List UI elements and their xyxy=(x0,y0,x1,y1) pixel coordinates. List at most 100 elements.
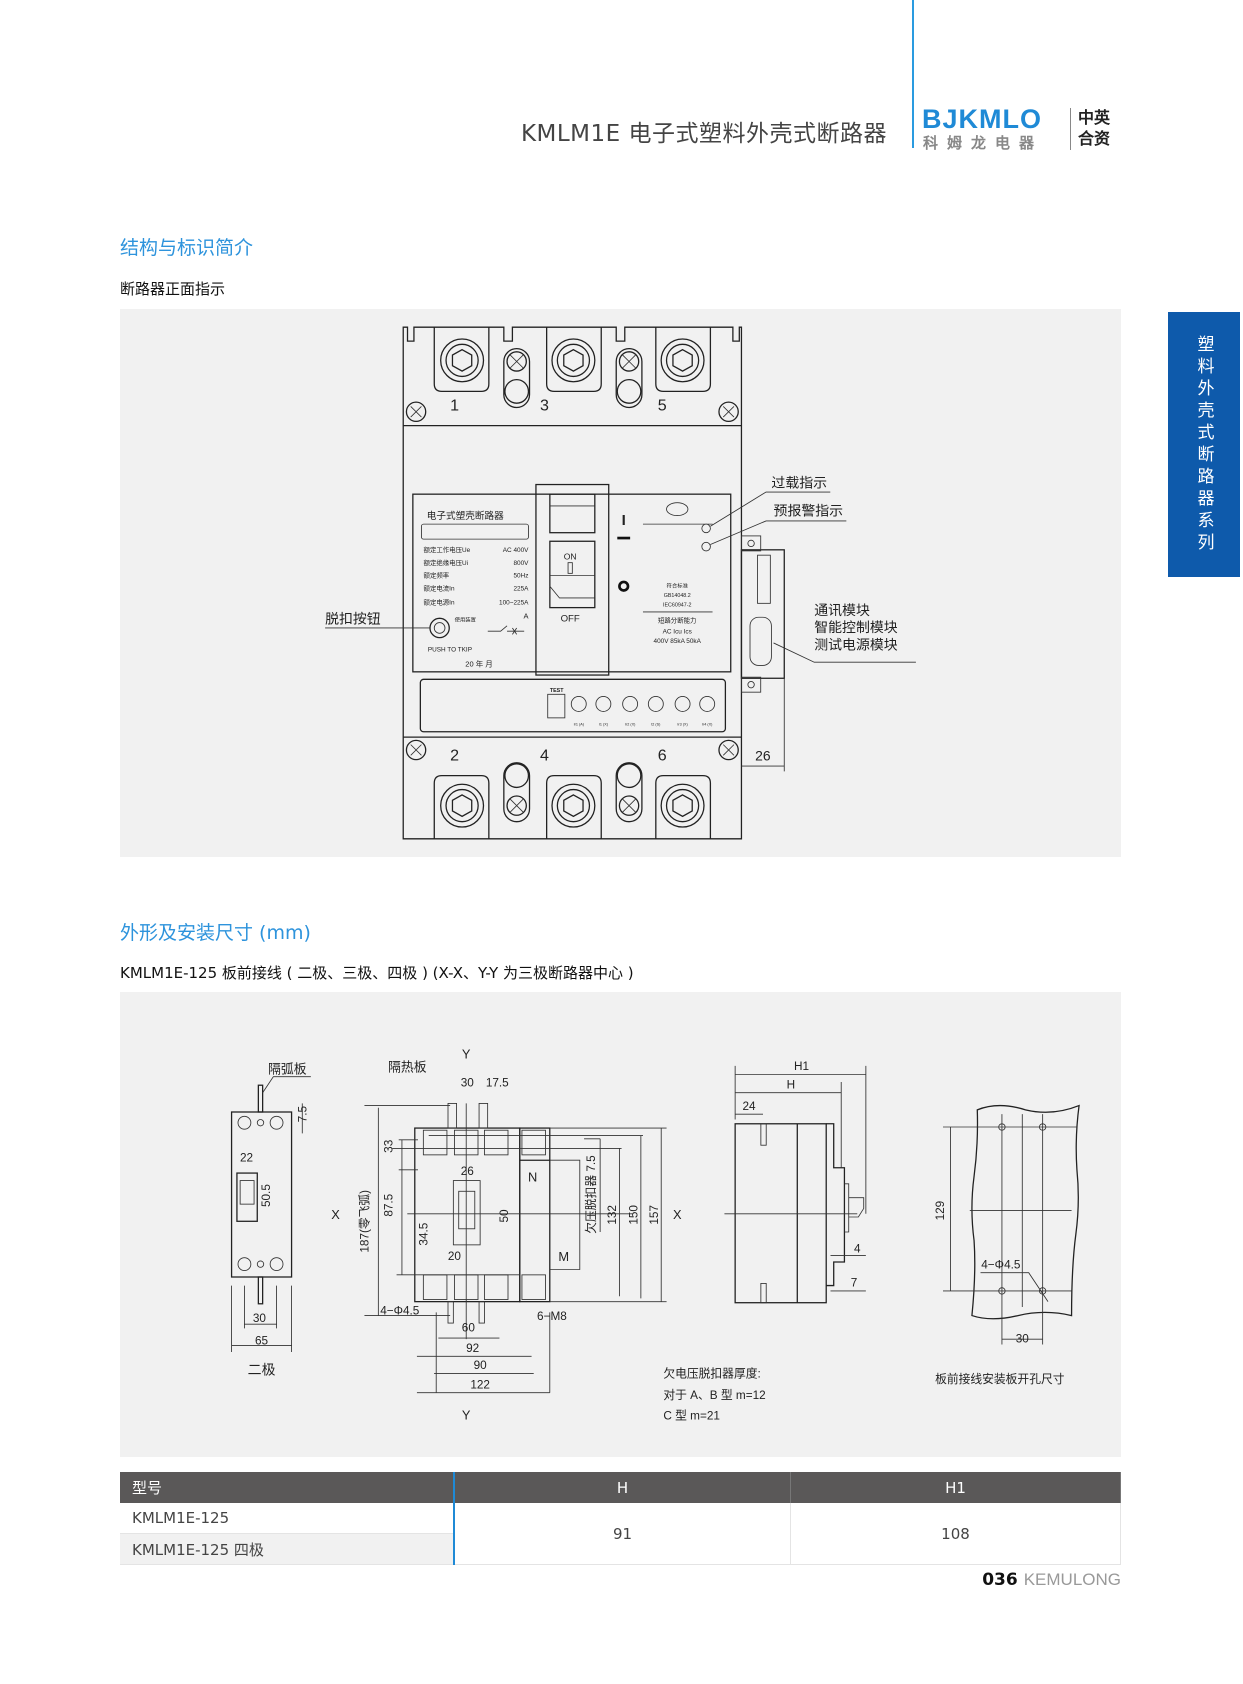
handle-on-label: ON xyxy=(564,551,577,561)
unit-a: A xyxy=(523,611,528,620)
section-subtitle-dimensions: KMLM1E-125 板前接线 ( 二极、三极、四极 ) (X-X、Y-Y 为三… xyxy=(120,964,634,982)
dim-22: 22 xyxy=(240,1151,253,1164)
standard-iec: IEC60947-2 xyxy=(663,603,692,609)
accessory-module xyxy=(740,535,785,693)
nameplate: 电子式塑壳断路器 额定工作电压Ue AC 400V 额定绝缘电压Ui 800V … xyxy=(412,493,732,673)
standard-title: 符合标准 xyxy=(667,581,689,589)
operating-handle: ON OFF xyxy=(535,483,610,676)
dial-icon xyxy=(699,696,716,712)
top-terminals xyxy=(433,327,712,409)
dim-h1: H1 xyxy=(794,1060,809,1073)
dim-20: 20 xyxy=(448,1250,462,1263)
breaking-head: AC Icu Ics xyxy=(663,628,692,635)
nameplate-title: 电子式塑壳断路器 xyxy=(427,510,504,522)
rating-label: 额定绝缘电压Ui xyxy=(424,558,469,567)
dim-132: 132 xyxy=(606,1205,619,1225)
side-view xyxy=(724,1065,867,1304)
overload-indicator xyxy=(701,523,711,534)
callout-trip-button: 脱扣按钮 xyxy=(325,611,381,627)
pole-number-1: 1 xyxy=(450,397,459,415)
standard-gb: GB14048.2 xyxy=(664,593,691,599)
dim-50: 50 xyxy=(498,1209,511,1223)
axis-x-left: X xyxy=(331,1207,340,1222)
model-cell: KMLM1E-125 xyxy=(120,1503,455,1534)
two-pole-caption: 二极 xyxy=(248,1362,276,1378)
dim-122: 122 xyxy=(470,1378,490,1391)
dim-17-5: 17.5 xyxy=(486,1076,509,1089)
axis-y-top: Y xyxy=(462,1046,471,1061)
dial-label: t2 (S) xyxy=(651,722,661,726)
dial-label: I1 (X) xyxy=(599,722,609,726)
table-header-row: 型号 H H1 xyxy=(120,1472,1121,1503)
callout-test-power: 测试电源模块 xyxy=(814,636,898,652)
dim-7-5: 7.5 xyxy=(297,1106,310,1123)
dim-26: 26 xyxy=(461,1165,475,1178)
label-arc-plate: 隔弧板 xyxy=(268,1061,307,1076)
dial-label: Ir1 (A) xyxy=(574,722,585,726)
label-uv-release: 欠压脱扣器 7.5 xyxy=(584,1155,598,1234)
rating-value: 800V xyxy=(513,560,529,567)
dim-87-5: 87.5 xyxy=(382,1193,395,1216)
header-model: 型号 xyxy=(120,1472,455,1503)
off-symbol-mark xyxy=(618,580,630,592)
breaking-values: 400V 85kA 50kA xyxy=(654,638,702,645)
rating-value: 50Hz xyxy=(513,573,528,580)
use-device-text: 使用装置 xyxy=(455,616,477,624)
uv-note-line-2: 对于 A、B 型 m=12 xyxy=(663,1388,765,1402)
dial-icon xyxy=(647,696,664,712)
push-to-trip-text: PUSH TO TKIP xyxy=(428,647,472,654)
section-title-structure: 结构与标识简介 xyxy=(120,237,254,259)
dimension-panel: 隔弧板 7.5 22 50.5 30 65 二极 Y 隔热板 30 17.5 3… xyxy=(120,992,1121,1457)
mounting-panel-cutout xyxy=(942,1104,1080,1345)
rating-value: AC 400V xyxy=(503,547,529,554)
model-cell: KMLM1E-125 四极 xyxy=(120,1533,455,1565)
header-h1: H1 xyxy=(790,1472,1121,1503)
uv-note-line-3: C 型 m=21 xyxy=(663,1409,720,1423)
dim-panel-30: 30 xyxy=(1016,1332,1030,1345)
dim-h: H xyxy=(787,1078,796,1091)
section-title-dimensions: 外形及安装尺寸 (mm) xyxy=(120,922,311,944)
dim-26: 26 xyxy=(755,748,771,764)
dim-187: 187(零飞弧) xyxy=(358,1190,372,1253)
rating-label: 额定频率 xyxy=(424,571,450,580)
prealarm-indicator xyxy=(701,541,711,552)
series-side-tab[interactable]: 塑料外壳式断路器系列 xyxy=(1168,312,1240,577)
bottom-terminals xyxy=(433,762,712,839)
callout-prealarm: 预报警指示 xyxy=(774,503,844,519)
section-subtitle-front: 断路器正面指示 xyxy=(120,280,226,298)
header-accent-line xyxy=(912,0,914,148)
dial-label: Ir2 (X) xyxy=(625,722,636,726)
dim-129: 129 xyxy=(934,1201,947,1221)
pole-number-4: 4 xyxy=(540,747,549,765)
panel-holes: 4−Φ4.5 xyxy=(981,1258,1021,1271)
document-title: KMLM1E 电子式塑料外壳式断路器 xyxy=(520,121,887,147)
callout-smart: 智能控制模块 xyxy=(814,619,898,635)
rating-label: 额定工作电压Ue xyxy=(424,545,471,554)
dim-7: 7 xyxy=(851,1277,858,1290)
pole-number-6: 6 xyxy=(658,747,667,765)
dim-33: 33 xyxy=(382,1139,395,1153)
two-pole-view xyxy=(230,1076,311,1352)
footer-brand: KEMULONG xyxy=(1023,1570,1121,1589)
breaker-front-diagram: 1 3 5 2 4 6 电子式塑壳断路器 额定工作电压Ue AC 400V 额定… xyxy=(325,326,916,840)
ccc-mark-icon xyxy=(666,502,689,516)
three-pole-view xyxy=(364,1103,667,1394)
handle-off-label: OFF xyxy=(561,614,580,625)
dial-label: Ir3 (X) xyxy=(677,722,688,726)
dim-34-5: 34.5 xyxy=(418,1222,431,1245)
logo-cn: 科姆龙电器 xyxy=(923,134,1044,152)
axis-x-right: X xyxy=(673,1207,682,1222)
front-view-panel: 1 3 5 2 4 6 电子式塑壳断路器 额定工作电压Ue AC 400V 额定… xyxy=(120,309,1121,857)
dimension-table: 型号 H H1 KMLM1E-125 91 108 KMLM1E-125 四极 xyxy=(120,1472,1121,1565)
side-tab-label: 塑料外壳式断路器系列 xyxy=(1193,334,1214,555)
dim-90: 90 xyxy=(474,1359,488,1372)
rating-value: 100~225A xyxy=(499,599,529,606)
dim-4: 4 xyxy=(854,1242,861,1255)
axis-y-bottom: Y xyxy=(462,1407,471,1422)
label-heat-plate: 隔热板 xyxy=(388,1059,427,1074)
callout-lines xyxy=(325,491,916,772)
logo-en: BJKMLO xyxy=(922,104,1042,134)
dim-60: 60 xyxy=(462,1322,476,1335)
breaking-title: 短路分断能力 xyxy=(658,616,696,625)
